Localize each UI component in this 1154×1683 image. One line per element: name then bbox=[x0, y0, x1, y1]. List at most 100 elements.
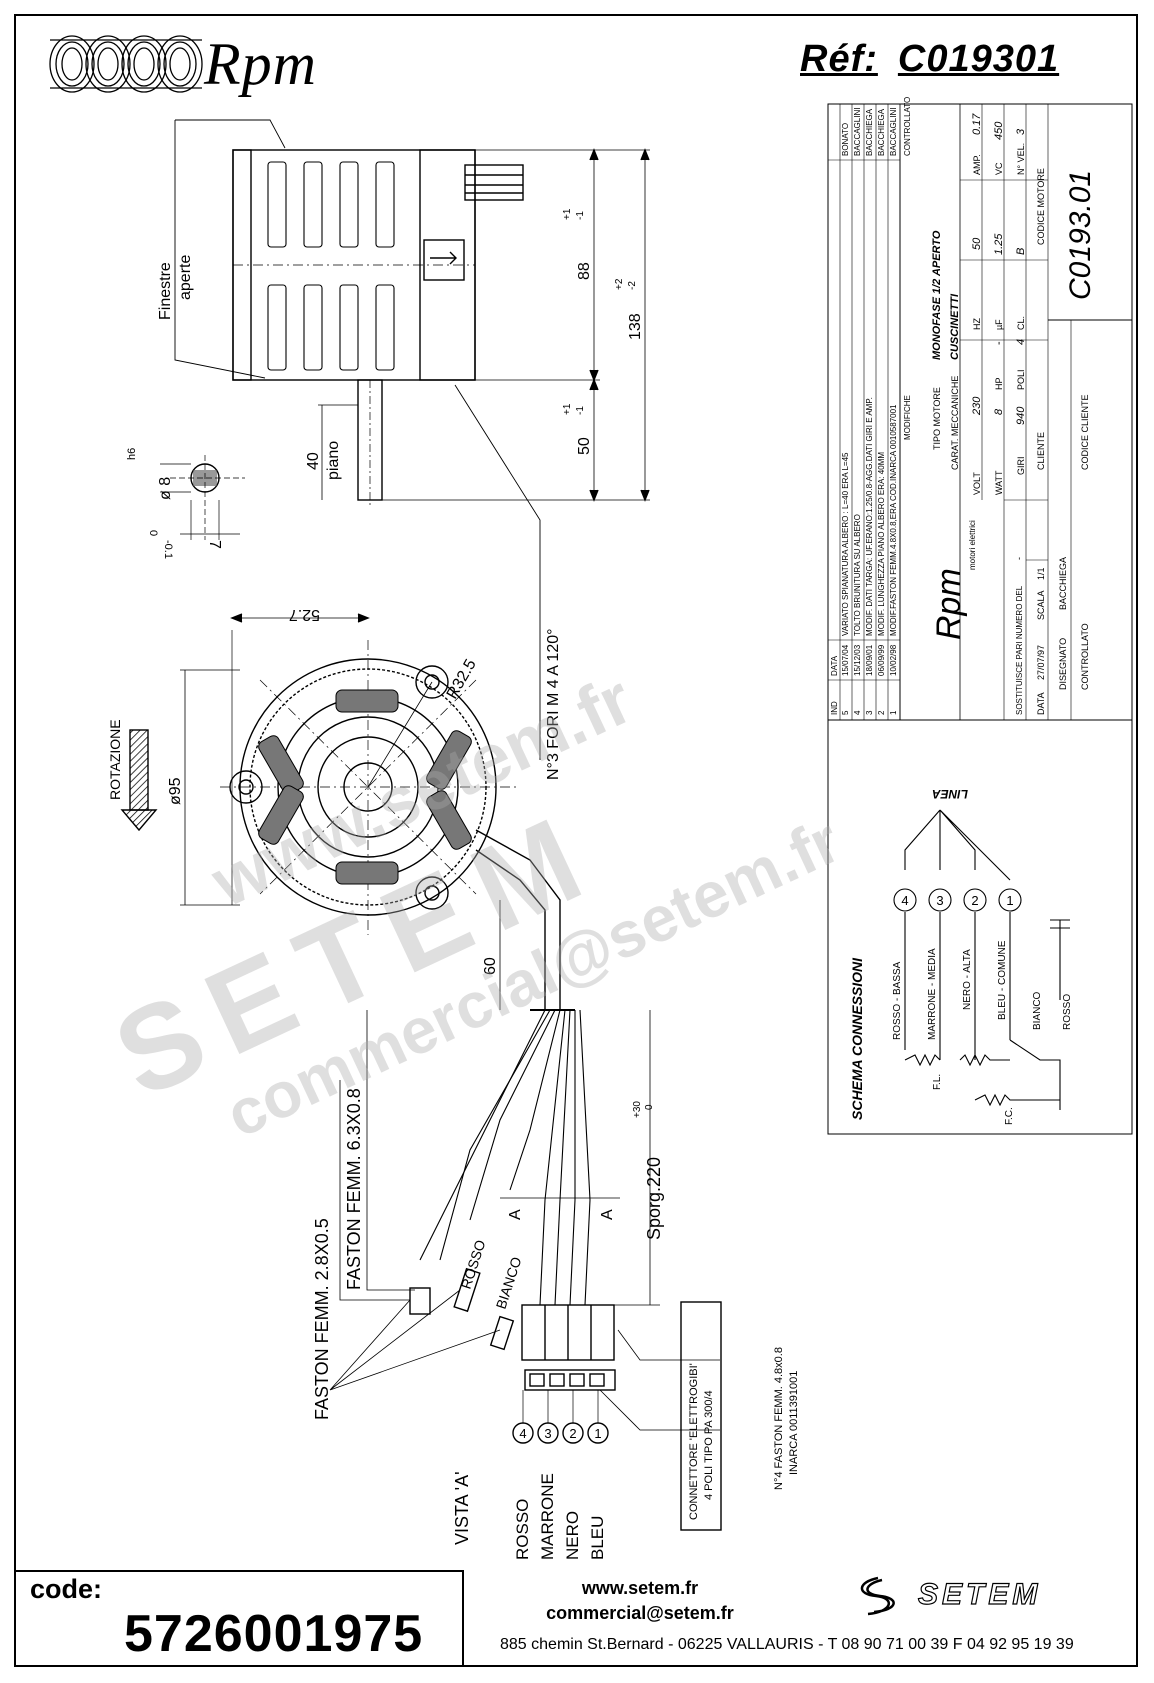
dim-88-tol-minus: -1 bbox=[575, 211, 586, 220]
rev-5-by: BONATO bbox=[841, 123, 850, 156]
rev-4-by: BACCAGLINI bbox=[853, 108, 862, 156]
sporg-tol-plus: +30 bbox=[632, 1101, 643, 1118]
scala-label: SCALA bbox=[1036, 590, 1046, 620]
title-block-brand: Rpm bbox=[930, 568, 968, 640]
view-a-connector bbox=[512, 1369, 616, 1444]
spec-cl-label: CL. bbox=[1016, 316, 1026, 330]
wire-bianco: BIANCO bbox=[1032, 991, 1043, 1030]
spec-volt-value: 230 bbox=[971, 396, 983, 416]
faston-four-label-2: INARCA 0011391001 bbox=[788, 1371, 800, 1475]
windows-label-1: Finestre bbox=[157, 262, 174, 320]
rev-2-by: BACCHIEGA bbox=[877, 108, 886, 156]
spec-poli-value: 4 bbox=[1015, 339, 1027, 345]
title-block-brand-sub: motori elettrici bbox=[968, 520, 977, 570]
code-value: 5726001975 bbox=[124, 1605, 424, 1663]
pin-3-num: 3 bbox=[544, 1426, 551, 1441]
wire-nero-alta: NERO - ALTA bbox=[962, 949, 973, 1010]
faston-four-label-1: N°4 FASTON FEMM. 4.8x0.8 bbox=[773, 1347, 785, 1490]
rev-4-date: 15/12/03 bbox=[853, 644, 862, 676]
rev-1-date: 10/02/98 bbox=[889, 644, 898, 676]
wire-bleu-comune: BLEU - COMUNE bbox=[997, 940, 1008, 1020]
radius-label: R32.5 bbox=[444, 656, 480, 702]
spec-cl-value: B bbox=[1015, 248, 1027, 255]
rev-2-date: 06/09/99 bbox=[877, 644, 886, 676]
shaft-flat-tol-1: -0.1 bbox=[162, 540, 174, 559]
sporg-label: Sporg.220 bbox=[644, 1157, 664, 1240]
reference-value: C019301 bbox=[897, 38, 1060, 80]
rev-1-ind: 1 bbox=[889, 710, 898, 715]
dim-50: 50 bbox=[576, 437, 593, 455]
rpm-logo: Rpm bbox=[46, 30, 376, 100]
rev-2-text: MODIF. LUNGHEZZA PIANO ALBERO ERA: 40MM bbox=[877, 452, 886, 636]
rev-4-ind: 4 bbox=[853, 710, 862, 715]
spec-nvel-label: N° VEL. bbox=[1016, 143, 1026, 175]
drawing-frame bbox=[14, 14, 1138, 1667]
spec-hp-label: HP bbox=[994, 377, 1004, 390]
pin-3-color: MARRONE bbox=[538, 1473, 557, 1560]
dim-138: 138 bbox=[627, 313, 644, 340]
wire-rosso-bassa: ROSSO - BASSA bbox=[892, 961, 903, 1040]
spec-vc-label: VC bbox=[994, 162, 1004, 175]
windows-label-2: aperte bbox=[177, 255, 194, 300]
connector-label-1: CONNETTORE 'ELETTROGIBI' bbox=[688, 1363, 700, 1520]
holes-label: N°3 FORI M 4 A 120° bbox=[545, 628, 562, 780]
dim-50-tol-minus: -1 bbox=[575, 406, 586, 415]
dim-88: 88 bbox=[576, 262, 593, 280]
rev-5-date: 15/07/04 bbox=[841, 644, 850, 676]
section-a-2: A bbox=[599, 1209, 616, 1220]
view-a-label: VISTA 'A' bbox=[452, 1471, 472, 1545]
footer-contact: www.setem.fr commercial@setem.fr bbox=[520, 1576, 760, 1626]
reference: Réf:C019301 bbox=[800, 38, 1079, 81]
schema-terminal-2: 2 bbox=[971, 893, 978, 908]
connection-schema bbox=[893, 809, 1070, 1110]
connector-label-box bbox=[680, 1301, 722, 1531]
rev-1-by: BACCAGLINI bbox=[889, 108, 898, 156]
rev-header-controllato: CONTROLLATO bbox=[903, 97, 912, 156]
spec-hz-value: 50 bbox=[971, 237, 983, 250]
controllato-label: CONTROLLATO bbox=[1080, 623, 1090, 690]
dim-60: 60 bbox=[482, 957, 499, 975]
spec-watt-label: WATT bbox=[994, 470, 1004, 495]
faston-small-label: FASTON FEMM. 2.8X0.5 bbox=[312, 1218, 332, 1420]
shaft-flat: 7 bbox=[206, 540, 223, 549]
codice-motore-value: C0193.01 bbox=[1064, 170, 1097, 300]
rev-header-data: DATA bbox=[830, 655, 839, 676]
spec-giri-value: 940 bbox=[1015, 406, 1027, 425]
linea-label: LINEA bbox=[932, 787, 968, 801]
footer-address: 885 chemin St.Bernard - 06225 VALLAURIS … bbox=[500, 1636, 1074, 1653]
title-block bbox=[827, 103, 1133, 1135]
rev-3-text: MODIF. DATI TARGA: UF.ERANO:1.25/0.8-AGG… bbox=[865, 397, 874, 636]
disegnato-value: BACCHIEGA bbox=[1058, 557, 1068, 610]
tipo-motore-label: TIPO MOTORE bbox=[932, 387, 942, 450]
spec-volt-label: VOLT bbox=[972, 472, 982, 495]
motor-front-view bbox=[220, 640, 575, 1011]
pin-4-num: 4 bbox=[519, 1426, 526, 1441]
plane-label: piano bbox=[325, 441, 342, 480]
pin-1-num: 1 bbox=[594, 1426, 601, 1441]
spec-giri-label: GIRI bbox=[1016, 456, 1026, 475]
schema-terminal-3: 3 bbox=[936, 893, 943, 908]
setem-swoosh-icon bbox=[860, 1576, 895, 1616]
footer-website[interactable]: www.setem.fr bbox=[581, 1578, 699, 1598]
schema-title: SCHEMA CONNESSIONI bbox=[849, 957, 865, 1120]
rosso-cable-label: ROSSO bbox=[458, 1238, 489, 1291]
shaft-fit: h6 bbox=[126, 448, 138, 460]
footer-email[interactable]: commercial@setem.fr bbox=[546, 1603, 734, 1623]
spec-watt-value: 8 bbox=[993, 408, 1005, 415]
wire-marrone-media: MARRONE - MEDIA bbox=[927, 948, 938, 1040]
schema-terminal-1: 1 bbox=[1006, 893, 1013, 908]
scala-value: 1/1 bbox=[1036, 567, 1046, 580]
shaft-flat-tol-0: 0 bbox=[147, 530, 159, 536]
rev-3-ind: 3 bbox=[865, 710, 874, 715]
data-label: DATA bbox=[1036, 692, 1046, 715]
disegnato-label: DISEGNATO bbox=[1058, 638, 1068, 690]
codice-motore-label: CODICE MOTORE bbox=[1036, 168, 1046, 245]
pin-2-num: 2 bbox=[569, 1426, 576, 1441]
data-value: 27/07/97 bbox=[1036, 645, 1046, 680]
tipo-motore-value: MONOFASE 1/2 APERTO bbox=[931, 230, 943, 360]
diameter-95: ø95 bbox=[167, 777, 184, 805]
fc-label: F.C. bbox=[1004, 1107, 1015, 1125]
spec-hp-value: - bbox=[993, 341, 1005, 345]
schema-terminal-4: 4 bbox=[901, 893, 908, 908]
